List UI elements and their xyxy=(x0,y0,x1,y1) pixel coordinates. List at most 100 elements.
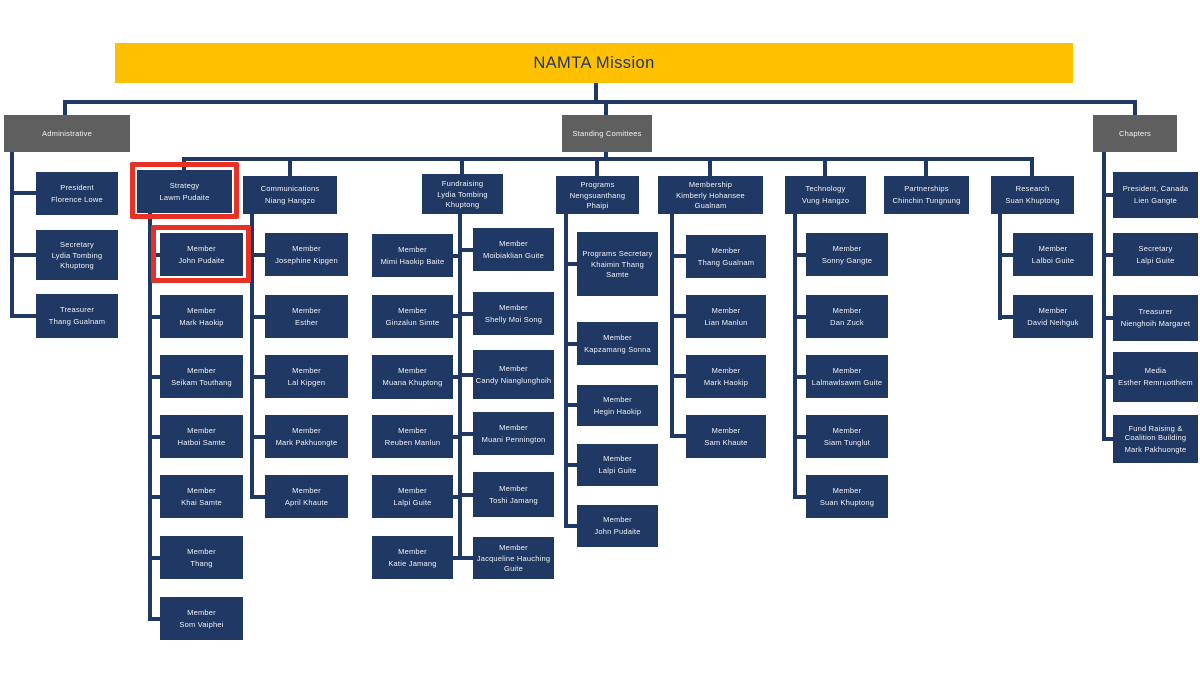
org-member-node[interactable]: Treasurer Nienghoih Margaret xyxy=(1113,295,1198,341)
org-member-node[interactable]: Secretary Lalpi Guite xyxy=(1113,233,1198,276)
org-member-node[interactable]: Member Toshi Jamang xyxy=(473,472,554,517)
group-box-administrative[interactable]: Administrative xyxy=(4,115,130,152)
name-label: Reuben Manlun xyxy=(384,437,441,447)
org-member-node[interactable]: Member Lalpi Guite xyxy=(577,444,658,486)
org-member-node[interactable]: Member Lalboi Guite xyxy=(1013,233,1093,276)
org-member-node[interactable]: Fund Raising & Coalition Building Mark P… xyxy=(1113,415,1198,463)
committee-lead: Lawm Pudaite xyxy=(159,192,210,202)
name-label: Moibiaklian Guite xyxy=(483,250,544,260)
name-label: Esther Remruotthiem xyxy=(1118,378,1193,387)
name-label: Nienghoih Margaret xyxy=(1120,319,1191,328)
connector-line xyxy=(452,314,458,318)
org-member-node[interactable]: Member Lian Manlun xyxy=(686,295,766,338)
org-member-node[interactable]: Member Lalmawlsawm Guite xyxy=(806,355,888,398)
org-member-node[interactable]: Member Suan Khuptong xyxy=(806,475,888,518)
org-member-node[interactable]: Member Thang Gualnam xyxy=(686,235,766,278)
role-label: Member xyxy=(1038,243,1068,253)
org-member-node[interactable]: Member John Pudaite xyxy=(577,505,658,547)
connector-line xyxy=(1102,253,1113,257)
connector-line xyxy=(452,495,458,499)
org-member-node[interactable]: Member Sam Khaute xyxy=(686,415,766,458)
role-label: Member xyxy=(832,305,862,315)
org-member-node[interactable]: Member Mark Haokip xyxy=(686,355,766,398)
committee-header-membership[interactable]: Membership Kimberly Hohansee Gualnam xyxy=(658,176,763,214)
name-label: Mark Haokip xyxy=(703,377,749,387)
connector-line xyxy=(250,214,254,499)
role-label: Member xyxy=(499,238,528,248)
org-member-node[interactable]: Member Hatboi Samte xyxy=(160,415,243,458)
connector-line xyxy=(462,432,473,436)
name-label: Florence Lowe xyxy=(51,194,103,204)
org-member-node[interactable]: Member Lal Kipgen xyxy=(265,355,348,398)
org-member-node[interactable]: Member Jacqueline Hauching Guite xyxy=(473,537,554,579)
name-label: Lian Manlun xyxy=(704,317,748,327)
committee-header-programs[interactable]: Programs Nengsuanthang Phaipi xyxy=(556,176,639,214)
org-member-node[interactable]: Member Josephine Kipgen xyxy=(265,233,348,276)
committee-label: Membership xyxy=(688,179,733,189)
role-label: Member xyxy=(187,365,216,375)
org-member-node[interactable]: Member Siam Tunglut xyxy=(806,415,888,458)
org-member-node[interactable]: Member Thang xyxy=(160,536,243,579)
role-label: Treasurer xyxy=(59,305,95,315)
committee-header-fundraising[interactable]: Fundraising Lydia Tombing Khuptong xyxy=(422,174,503,214)
org-member-node[interactable]: Member Muana Khuptong xyxy=(372,355,453,399)
org-member-node[interactable]: President Florence Lowe xyxy=(36,172,118,215)
org-member-node[interactable]: Member Katie Jamang xyxy=(372,536,453,579)
connector-line xyxy=(595,160,599,176)
org-member-node[interactable]: President, Canada Lien Gangte xyxy=(1113,172,1198,218)
org-member-node[interactable]: Member Ginzalun Simte xyxy=(372,295,453,338)
org-member-node[interactable]: Member Mimi Haokip Baite xyxy=(372,234,453,277)
name-label: Muani Pennington xyxy=(481,434,546,444)
org-member-node[interactable]: Member Hegin Haokip xyxy=(577,385,658,426)
org-member-node[interactable]: Member David Neihguk xyxy=(1013,295,1093,338)
group-box-standing-committees[interactable]: Standing Comittees xyxy=(562,115,652,152)
committee-lead: Vung Hangzo xyxy=(801,196,850,205)
org-member-node[interactable]: Member Som Vaiphei xyxy=(160,597,243,640)
org-member-node[interactable]: Member Sonny Gangte xyxy=(806,233,888,276)
org-member-node[interactable]: Secretary Lydia Tombing Khuptong xyxy=(36,230,118,280)
name-label: John Pudaite xyxy=(594,527,641,536)
name-label: Thang Gualnam xyxy=(48,317,106,326)
org-member-node[interactable]: Member Moibiaklian Guite xyxy=(473,228,554,271)
org-member-node[interactable]: Treasurer Thang Gualnam xyxy=(36,294,118,338)
committee-label: Strategy xyxy=(169,180,200,190)
role-label: Member xyxy=(398,244,427,254)
org-member-node[interactable]: Member Candy Nianglunghoih xyxy=(473,350,554,399)
committee-header-strategy[interactable]: Strategy Lawm Pudaite xyxy=(137,170,232,213)
committee-header-partnerships[interactable]: Partnerships Chinchin Tungnung xyxy=(884,176,969,214)
org-member-node[interactable]: Member Dan Zuck xyxy=(806,295,888,338)
org-member-node[interactable]: Programs Secretary Khaimin Thang Samte xyxy=(577,232,658,296)
committee-header-research[interactable]: Research Suan Khuptong xyxy=(991,176,1074,214)
org-member-node[interactable]: Member Esther xyxy=(265,295,348,338)
org-member-node[interactable]: Member Lalpi Guite xyxy=(372,475,453,518)
connector-line xyxy=(10,314,36,318)
org-member-node[interactable]: Member Shelly Moi Song xyxy=(473,292,554,335)
connector-line xyxy=(793,315,806,319)
org-member-node[interactable]: Member Mark Pakhuongte xyxy=(265,415,348,458)
connector-line xyxy=(458,214,462,560)
role-label: Member xyxy=(711,245,741,255)
connector-line xyxy=(148,315,162,319)
committee-lead: Lydia Tombing Khuptong xyxy=(437,190,488,209)
org-member-node[interactable]: Member Seikam Touthang xyxy=(160,355,243,398)
role-label: President xyxy=(60,182,94,192)
name-label: Candy Nianglunghoih xyxy=(475,375,552,385)
name-label: Lalpi Guite xyxy=(393,497,432,507)
group-box-chapters[interactable]: Chapters xyxy=(1093,115,1177,152)
connector-line xyxy=(462,248,473,252)
committee-header-technology[interactable]: Technology Vung Hangzo xyxy=(785,176,866,214)
org-member-node[interactable]: Member Muani Pennington xyxy=(473,412,554,455)
org-member-node[interactable]: Media Esther Remruotthiem xyxy=(1113,352,1198,402)
org-member-node[interactable]: Member Khai Samte xyxy=(160,475,243,518)
connector-line xyxy=(148,435,162,439)
connector-line xyxy=(10,253,36,257)
org-member-node[interactable]: Member John Pudaite xyxy=(160,233,243,276)
connector-line xyxy=(288,160,292,176)
org-member-node[interactable]: Member Reuben Manlun xyxy=(372,415,453,458)
org-member-node[interactable]: Member April Khaute xyxy=(265,475,348,518)
connector-line xyxy=(708,160,712,176)
org-member-node[interactable]: Member Kapzamang Sonna xyxy=(577,322,658,365)
org-member-node[interactable]: Member Mark Haokip xyxy=(160,295,243,338)
committee-header-communications[interactable]: Communications Niang Hangzo xyxy=(243,176,337,214)
